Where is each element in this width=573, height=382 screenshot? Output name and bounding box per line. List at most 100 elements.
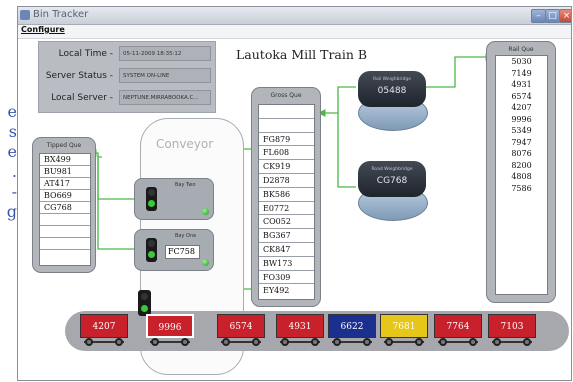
status-led-icon [202, 208, 209, 215]
gross-que-title: Gross Que [270, 92, 302, 99]
weighbridge-display: Rail Weighbridge 05488 [358, 71, 426, 107]
train-bin[interactable]: 7681 [380, 314, 428, 338]
bin-wheels-icon [80, 338, 128, 348]
arrow-bay-two-to-tipped [97, 156, 134, 200]
list-item[interactable] [40, 226, 90, 238]
bay-one-value: FC758 [165, 245, 200, 259]
bin-wheels-icon [276, 338, 324, 348]
arrow-rail-weigh-to-rail-que [414, 53, 494, 88]
rail-que-list: 5030 7149 4931 6574 4207 9996 5349 7947 … [495, 55, 548, 295]
rail-que: Rail Que 5030 7149 4931 6574 4207 9996 5… [486, 41, 556, 303]
list-item[interactable]: BK586 [259, 188, 314, 202]
bay-two[interactable]: Bay Two [134, 178, 214, 220]
list-item[interactable]: 5349 [511, 126, 532, 135]
list-item[interactable]: BX499 [40, 154, 90, 166]
train-bin[interactable]: 4207 [80, 314, 128, 338]
list-item[interactable]: 4808 [511, 172, 532, 181]
tipped-que-list: BX499 BU981 AT417 BO669 CG768 [39, 153, 91, 266]
train-bin[interactable]: 4931 [276, 314, 324, 338]
maximize-button[interactable]: □ [545, 9, 560, 23]
list-item[interactable]: FO309 [259, 271, 314, 285]
tipped-que-title: Tipped Que [46, 142, 82, 149]
train-bin[interactable]: 6622 [328, 314, 376, 338]
info-label: Local Server - [51, 93, 113, 103]
list-item[interactable]: CO052 [259, 215, 314, 230]
list-item[interactable]: E0772 [259, 202, 314, 216]
bin-wheels-icon [328, 338, 376, 348]
gross-que: Gross Que FG879 FL608 CK919 D2878 BK586 … [251, 87, 321, 307]
list-item[interactable]: 4207 [511, 103, 532, 112]
local-server-value: NEPTUNE.MIRRABOOKA.C... [119, 90, 211, 105]
list-item[interactable] [40, 238, 90, 250]
tipped-que: Tipped Que BX499 BU981 AT417 BO669 CG768 [32, 137, 96, 273]
list-item[interactable]: BG367 [259, 229, 314, 243]
conveyor-label: Conveyor [156, 137, 214, 151]
list-item[interactable]: AT417 [40, 178, 90, 190]
train-bin[interactable]: 9996 [146, 314, 194, 338]
arrow-bay-one-to-tipped [97, 157, 134, 250]
weighbridge-value: 05488 [377, 86, 407, 96]
bin-wheels-icon [146, 338, 194, 348]
bin-wheels-icon [488, 338, 536, 348]
road-weighbridge[interactable]: Road Weighbridge CG768 [358, 161, 428, 221]
list-item[interactable]: BO669 [40, 190, 90, 202]
list-item[interactable]: CK919 [259, 160, 314, 174]
weighbridge-name: Rail Weighbridge [372, 77, 412, 82]
list-item[interactable]: EY492 [263, 286, 290, 296]
list-item[interactable]: CK847 [259, 243, 314, 257]
list-item[interactable] [259, 105, 314, 119]
list-item[interactable]: 5030 [511, 57, 532, 66]
list-item[interactable]: 6574 [511, 91, 532, 101]
list-item[interactable]: 8076 [511, 149, 532, 158]
weighbridge-name: Road Weighbridge [371, 167, 413, 172]
side-char: g [6, 202, 17, 221]
minimize-button[interactable]: – [531, 9, 546, 23]
list-item[interactable]: 8200 [511, 160, 532, 170]
arrow-road-to-gross-que [337, 113, 356, 188]
list-item[interactable]: FL608 [259, 146, 314, 161]
bay-name: Bay Two [175, 182, 196, 188]
plant-diagram: Local Time - 05-11-2009 18:35:12 Server … [18, 39, 571, 380]
list-item[interactable]: CG768 [40, 202, 90, 214]
info-row-local-time: Local Time - 05-11-2009 18:35:12 [39, 45, 215, 63]
bay-one[interactable]: Bay One FC758 [134, 229, 214, 271]
bin-wheels-icon [380, 338, 428, 348]
menu-bar: Configure [18, 25, 571, 39]
info-row-local-server: Local Server - NEPTUNE.MIRRABOOKA.C... [39, 89, 215, 107]
traffic-light-icon [146, 187, 157, 211]
list-item[interactable]: 9996 [511, 114, 532, 124]
bin-tracker-window: Bin Tracker – □ × Configure Local Time -… [17, 6, 572, 381]
traffic-light-icon [146, 238, 157, 262]
menu-configure[interactable]: Configure [21, 25, 65, 34]
list-item[interactable]: BW173 [259, 257, 314, 271]
title-bar[interactable]: Bin Tracker – □ × [18, 7, 571, 25]
train-bin[interactable]: 6574 [217, 314, 265, 338]
server-status-value: SYSTEM ON-LINE [119, 68, 211, 83]
side-char: - [11, 182, 17, 201]
list-item[interactable]: 4931 [511, 80, 532, 89]
rail-que-title: Rail Que [508, 46, 534, 53]
train-bin[interactable]: 7103 [488, 314, 536, 338]
list-item[interactable]: BU981 [40, 166, 90, 178]
list-item[interactable]: 7586 [511, 183, 532, 193]
rail-weighbridge[interactable]: Rail Weighbridge 05488 [358, 71, 428, 131]
list-item[interactable]: D2878 [259, 174, 314, 188]
weighbridge-display: Road Weighbridge CG768 [358, 161, 426, 197]
side-char: s [8, 122, 17, 141]
app-icon [20, 10, 30, 20]
list-item[interactable]: 7947 [511, 137, 532, 147]
mill-title: Lautoka Mill Train B [236, 47, 368, 62]
arrow-rail-to-gross-que [317, 86, 356, 117]
info-row-server-status: Server Status - SYSTEM ON-LINE [39, 67, 215, 85]
list-item[interactable] [259, 119, 314, 133]
window-title: Bin Tracker [33, 9, 89, 20]
list-item[interactable]: 7149 [511, 68, 532, 78]
weighbridge-value: CG768 [376, 176, 408, 186]
close-button[interactable]: × [559, 9, 571, 23]
train-bin[interactable]: 7764 [434, 314, 482, 338]
list-item[interactable] [40, 214, 90, 226]
bin-wheels-icon [434, 338, 482, 348]
list-item[interactable]: FG879 [259, 133, 314, 147]
info-label: Local Time - [58, 49, 113, 59]
side-char: e [7, 142, 17, 161]
